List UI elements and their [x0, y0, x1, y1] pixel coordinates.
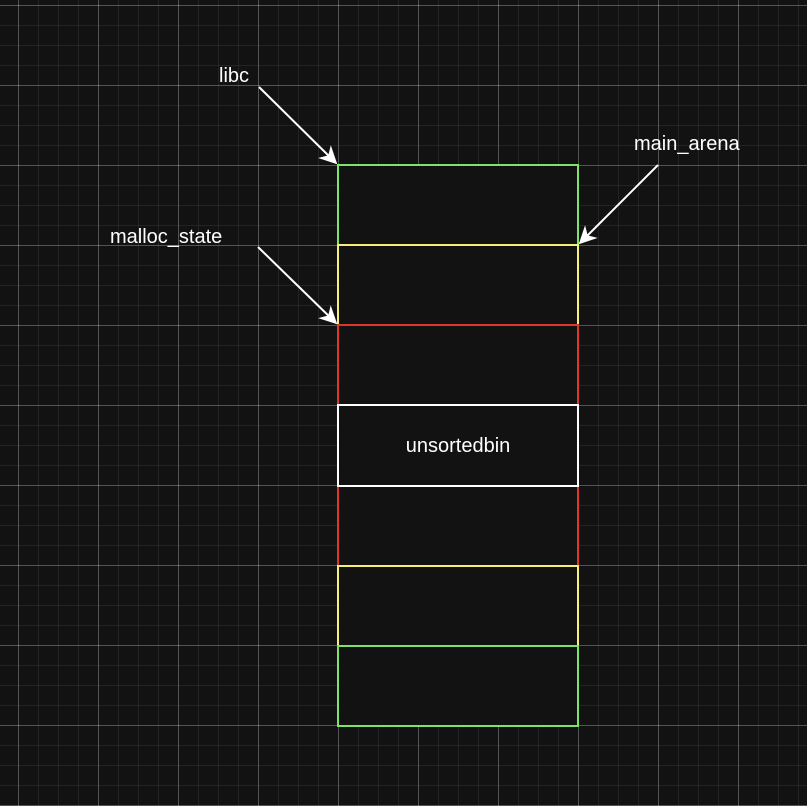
main-arena-arrow: [578, 164, 659, 245]
libc-arrow: [258, 86, 338, 165]
libc-label: libc: [219, 65, 250, 87]
block-1: [337, 164, 579, 246]
block-2: [337, 244, 579, 326]
block-6: [337, 565, 579, 647]
block-unsortedbin: [337, 404, 579, 487]
memory-blocks: [337, 164, 579, 727]
block-7: [337, 645, 579, 727]
block-3: [337, 324, 579, 406]
block-5: [337, 485, 579, 567]
unsortedbin-label: unsortedbin: [405, 435, 511, 457]
malloc-state-arrow: [257, 246, 338, 325]
main-arena-label: main_arena: [634, 133, 740, 155]
malloc-state-label: malloc_state: [110, 226, 223, 248]
